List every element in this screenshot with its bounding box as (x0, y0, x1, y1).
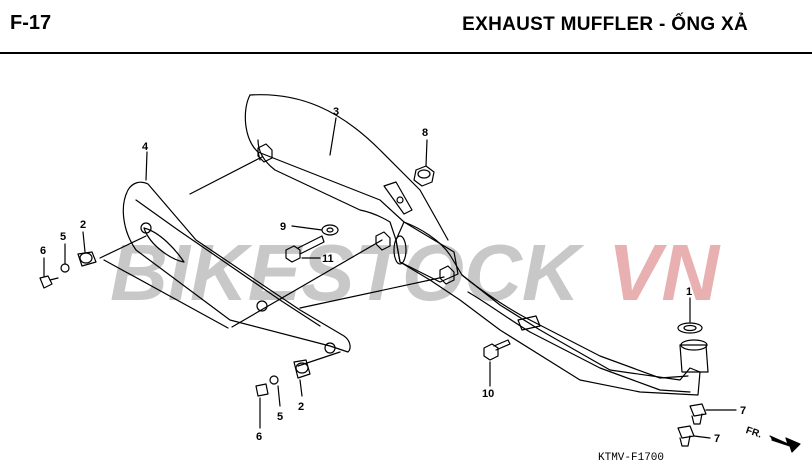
callout-10: 10 (482, 388, 494, 400)
muffler-shell (249, 94, 449, 241)
bolt-6-upper (39, 275, 53, 289)
mount-boss (375, 231, 391, 251)
diagram-code: KTMV-F1700 (598, 452, 664, 464)
front-arrow-icon (769, 435, 801, 453)
leader-line (145, 151, 148, 181)
guide-line (103, 259, 229, 329)
callout-2: 2 (298, 401, 304, 413)
callout-8: 8 (422, 127, 428, 139)
callout-7: 7 (714, 433, 720, 445)
callout-3: 3 (333, 106, 339, 118)
callout-6: 6 (256, 431, 262, 443)
page-title: EXHAUST MUFFLER - ỐNG XẢ (462, 14, 748, 35)
bolt-6-lower (255, 383, 269, 397)
pipe-flange (679, 344, 709, 373)
callout-4: 4 (142, 141, 149, 153)
leader-line (82, 231, 86, 253)
callout-9: 9 (280, 221, 286, 233)
nut-8 (413, 165, 435, 187)
callout-2: 2 (80, 219, 86, 231)
callout-1: 1 (686, 286, 692, 298)
leader-line (425, 139, 428, 167)
leader-line (329, 117, 337, 156)
collar-2-lower (293, 359, 311, 379)
bolt-10 (483, 343, 499, 361)
callout-11: 11 (322, 253, 334, 265)
callout-5: 5 (277, 411, 283, 423)
watermark-text: BIKESTOCK (110, 228, 585, 317)
bolt-11 (285, 245, 301, 263)
gasket (677, 322, 703, 334)
callout-5: 5 (60, 231, 66, 243)
clip-7-upper (689, 403, 707, 417)
header-divider (0, 52, 812, 54)
callout-6: 6 (40, 245, 46, 257)
guide-line (231, 239, 383, 328)
leader-line (277, 385, 281, 407)
outlet-ring (393, 235, 407, 265)
washer-5-lower (269, 375, 279, 385)
muffler-bracket (383, 181, 413, 215)
section-code: F-17 (10, 12, 52, 34)
mount-boss (439, 265, 455, 285)
pipe-clamp (517, 315, 541, 331)
mount-boss (257, 143, 273, 163)
watermark-text-accent: VN (608, 228, 721, 317)
leader-line (299, 379, 303, 397)
front-direction-label: FR. (744, 425, 763, 441)
guide-line (299, 276, 445, 309)
page-header: F-17 EXHAUST MUFFLER - ỐNG XẢ (0, 0, 812, 52)
clip-7-lower (677, 425, 695, 439)
heat-shield-cutout (143, 227, 185, 263)
leader-line (291, 225, 323, 231)
guide-line (99, 235, 147, 259)
heat-shield (122, 181, 351, 353)
leader-line (693, 435, 711, 439)
guide-line (189, 156, 263, 195)
exhaust-pipe (461, 274, 689, 379)
callout-7: 7 (740, 405, 746, 417)
washer-5-upper (60, 263, 70, 273)
